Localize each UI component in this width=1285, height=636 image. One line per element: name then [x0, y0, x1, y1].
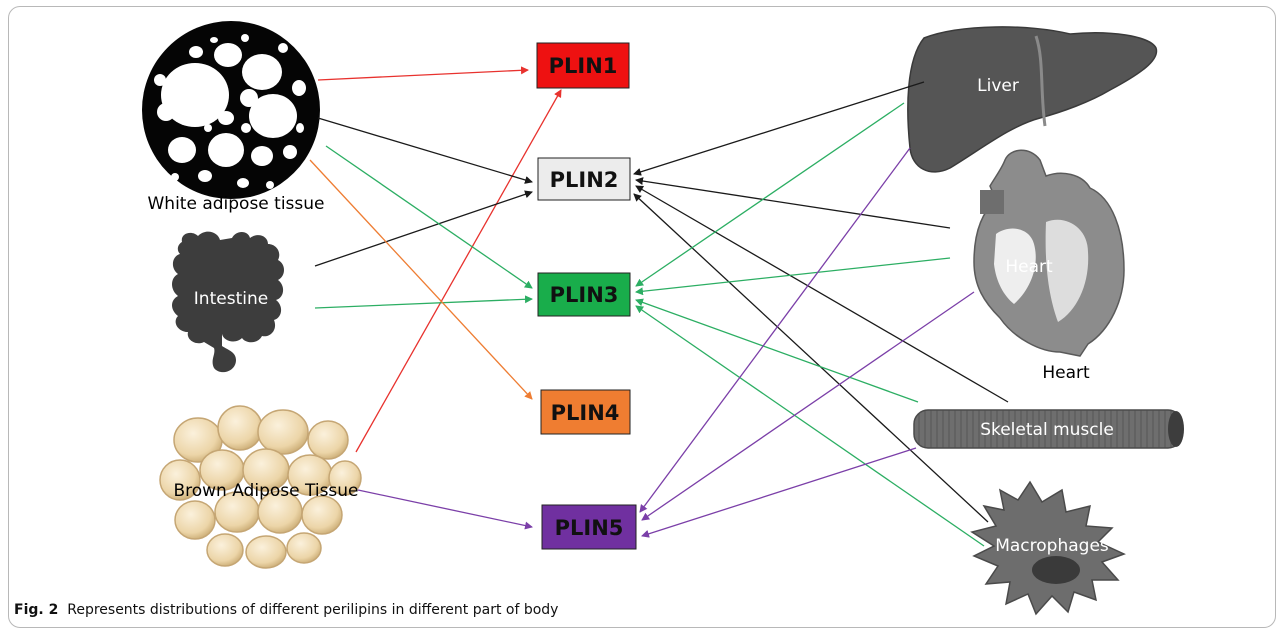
figure-frame: [8, 6, 1276, 628]
plin2-label: PLIN2: [550, 168, 619, 192]
brown-adipose-tissue-icon: [159, 405, 362, 569]
liver-label: Liver: [977, 76, 1019, 96]
heart-inner-label: Heart: [1005, 257, 1053, 277]
arrow-muscle-plin2: [635, 185, 1009, 403]
arrow-wat-plin3: [325, 145, 533, 289]
liver-icon: [907, 26, 1158, 173]
arrow-intestine-plin2: [314, 190, 533, 267]
arrow-muscle-plin3: [635, 298, 919, 403]
arrow-macrophage-plin3: [635, 305, 985, 547]
heart-icon: [973, 149, 1125, 357]
arrow-liver-plin3: [635, 102, 905, 287]
skeletal-muscle-icon: [913, 409, 1184, 449]
white-adipose-tissue-icon: [142, 21, 320, 199]
arrow-wat-plin2: [317, 117, 533, 184]
plin5-label: PLIN5: [555, 516, 624, 540]
plin3-box: PLIN3: [537, 272, 631, 317]
plin2-box: PLIN2: [537, 157, 631, 201]
heart-label: Heart: [1042, 363, 1090, 383]
figure-number: Fig. 2: [14, 602, 59, 618]
plin1-label: PLIN1: [549, 54, 618, 78]
arrow-muscle-plin5: [641, 447, 917, 538]
arrow-wat-plin4: [309, 159, 533, 400]
arrow-intestine-plin3: [314, 295, 533, 309]
figure-caption: Fig. 2 Represents distributions of diffe…: [14, 602, 558, 618]
skeletal-muscle-label: Skeletal muscle: [980, 420, 1114, 440]
brown-adipose-label: Brown Adipose Tissue: [173, 481, 358, 501]
macrophage-icon: [970, 480, 1126, 616]
plin4-label: PLIN4: [551, 401, 620, 425]
macrophages-label: Macrophages: [995, 536, 1109, 556]
intestine-icon: [172, 231, 284, 373]
intestine-label: Intestine: [194, 289, 268, 309]
arrow-macrophage-plin2: [633, 193, 989, 523]
arrow-bat-plin1: [355, 89, 562, 453]
white-adipose-label: White adipose tissue: [147, 194, 324, 214]
arrow-bat-plin5: [357, 489, 533, 530]
arrow-heart-plin3: [635, 257, 951, 296]
arrow-liver-plin2: [633, 81, 925, 176]
arrow-liver-plin5: [639, 147, 911, 513]
plin5-box: PLIN5: [541, 504, 637, 550]
plin1-box: PLIN1: [536, 42, 630, 89]
arrow-heart-plin5: [641, 291, 975, 521]
plin4-box: PLIN4: [540, 389, 631, 435]
arrow-wat-plin1: [317, 66, 529, 81]
caption-text: Represents distributions of different pe…: [67, 602, 559, 618]
plin3-label: PLIN3: [550, 283, 619, 307]
arrow-heart-plin2: [635, 177, 951, 229]
